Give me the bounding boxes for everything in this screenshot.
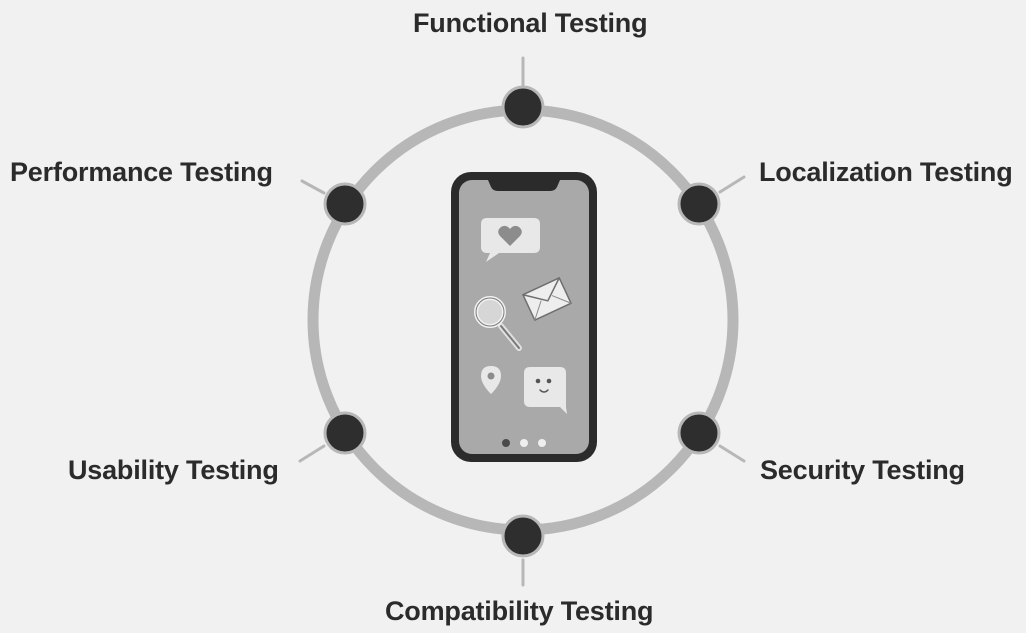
label-functional-testing: Functional Testing (413, 8, 648, 38)
smiley-chat-icon (524, 367, 567, 414)
ring-nodes (323, 85, 721, 558)
label-localization-testing: Localization Testing (759, 157, 1013, 187)
connector-lines (298, 56, 746, 587)
label-security-testing: Security Testing (760, 455, 965, 485)
node-performance (323, 182, 367, 226)
node-security (677, 411, 721, 455)
page-dot (520, 439, 528, 447)
page-dots (502, 439, 546, 447)
connector-top-left (300, 179, 326, 195)
connector-top-right (718, 175, 746, 194)
connector-bottom-left (298, 444, 326, 463)
node-localization (677, 182, 721, 226)
label-usability-testing: Usability Testing (68, 455, 279, 485)
page-dot (538, 439, 546, 447)
connector-bottom-right (718, 444, 746, 463)
node-compatibility (501, 514, 545, 558)
node-usability (323, 411, 367, 455)
node-functional (501, 85, 545, 129)
smartphone-icon (451, 172, 597, 462)
label-performance-testing: Performance Testing (10, 157, 273, 187)
heart-chat-icon (481, 218, 540, 262)
page-dot-active (502, 439, 510, 447)
label-compatibility-testing: Compatibility Testing (385, 596, 654, 626)
phone-notch (488, 180, 560, 191)
envelope-icon (521, 276, 573, 322)
location-pin-icon (481, 366, 501, 394)
magnifier-icon (474, 296, 522, 351)
